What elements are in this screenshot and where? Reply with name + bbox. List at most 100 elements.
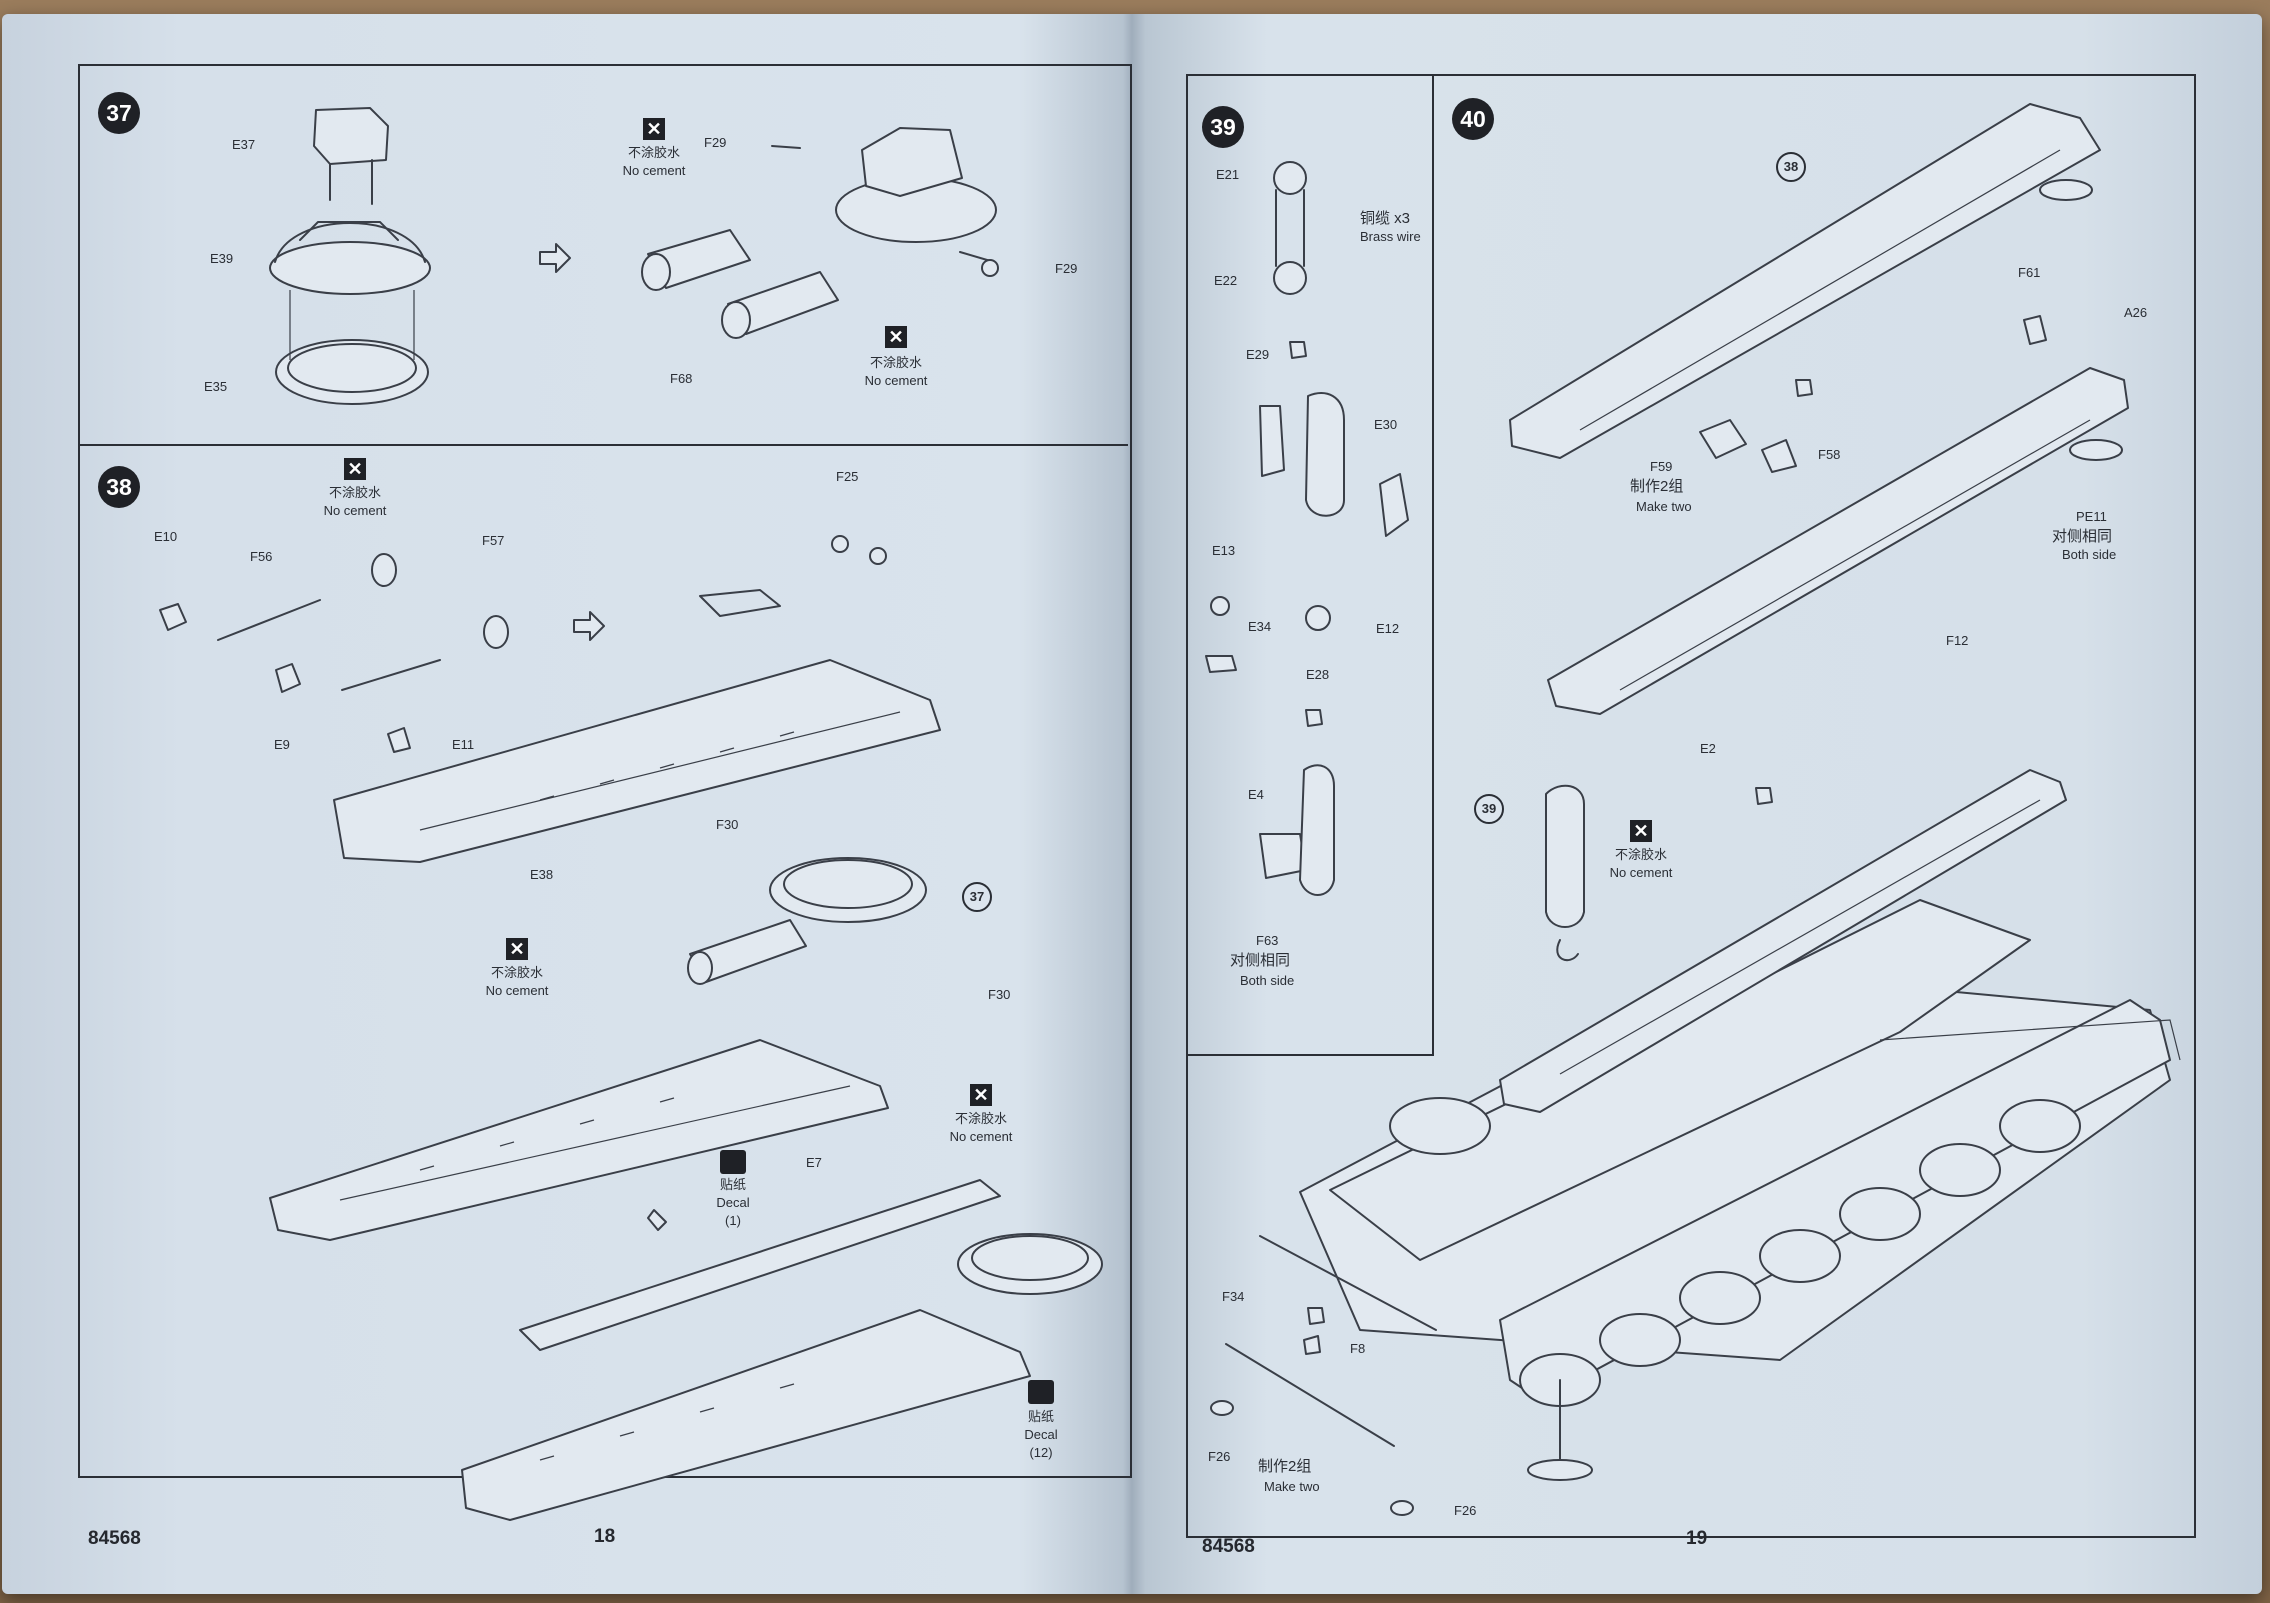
part-e22-label: E22: [1214, 273, 1238, 288]
brass-wire-en-label: Brass wire: [1360, 229, 1421, 244]
both-side-zh-label: 对侧相同: [2052, 528, 2113, 545]
boom-with-deck-drawing: [461, 1179, 1103, 1521]
part-f56-label: F56: [250, 549, 273, 564]
right-page-frame: [1186, 74, 2196, 1538]
part-e4-label: E4: [1248, 787, 1264, 802]
make-two-en-label: Make two: [1264, 1479, 1320, 1494]
step40-arrow-b: [1755, 787, 1773, 805]
hook-block-drawing: [1545, 784, 1585, 962]
part-e13-label: E13: [1212, 543, 1236, 558]
no-cement-en-label: No cement: [1609, 865, 1673, 880]
no-cement-icon: ✕: [970, 1084, 992, 1106]
both-side-en-label: Both side: [1240, 973, 1295, 988]
step37-arrow: [539, 243, 571, 273]
no-cement-zh-label: 不涂胶水: [627, 145, 681, 160]
no-cement-zh-label: 不涂胶水: [869, 355, 923, 370]
part-e2-label: E2: [1700, 741, 1716, 756]
no-cement-en-label: No cement: [622, 163, 686, 178]
no-cement-zh-label: 不涂胶水: [954, 1111, 1008, 1126]
axle-parts-drawing: [159, 535, 887, 753]
part-f57-label: F57: [482, 533, 505, 548]
turret-base-drawing: [269, 107, 431, 405]
step-37-badge: 37: [98, 92, 140, 134]
no-cement-zh-label: 不涂胶水: [1614, 847, 1668, 862]
part-e9-label: E9: [274, 737, 290, 752]
part-f30-label: F30: [988, 987, 1011, 1002]
part-f29-label: F29: [1055, 261, 1078, 276]
part-a26-label: A26: [2124, 305, 2148, 320]
part-f8-label: F8: [1350, 1341, 1366, 1356]
turret-ring-drawing: [687, 857, 927, 985]
decal-number-label: (1): [725, 1213, 741, 1228]
decal-en-label: Decal: [1024, 1427, 1058, 1442]
part-f26-label: F26: [1454, 1503, 1477, 1518]
part-e38-label: E38: [530, 867, 554, 882]
part-pe11-label: PE11: [2076, 509, 2107, 524]
make-two-zh-label: 制作2组: [1630, 478, 1684, 495]
part-e28-label: E28: [1306, 667, 1330, 682]
no-cement-zh-label: 不涂胶水: [490, 965, 544, 980]
left-catalog-number: 84568: [88, 1528, 141, 1549]
part-e30-label: E30: [1374, 417, 1398, 432]
part-f59-label: F59: [1650, 459, 1673, 474]
part-e34-label: E34: [1248, 619, 1272, 634]
no-cement-icon: ✕: [885, 326, 907, 348]
step38-arrow-a: [573, 611, 605, 641]
left-page-number: 18: [594, 1526, 616, 1547]
step40-arrow-a: [1795, 379, 1813, 397]
no-cement-zh-label: 不涂胶水: [328, 485, 382, 500]
decal-icon: [1028, 1380, 1054, 1404]
part-f63-label: F63: [1256, 933, 1279, 948]
small-parts-step40-drawing: [1699, 315, 2047, 473]
part-f61-label: F61: [2018, 265, 2041, 280]
decal-zh-label: 贴纸: [1027, 1409, 1055, 1424]
no-cement-en-label: No cement: [323, 503, 387, 518]
both-side-en-label: Both side: [2062, 547, 2117, 562]
no-cement-icon: ✕: [643, 118, 665, 140]
part-e37-label: E37: [232, 137, 256, 152]
make-two-en-label: Make two: [1636, 499, 1692, 514]
boom-assembly-drawing: [269, 1039, 889, 1241]
part-e39-label: E39: [210, 251, 234, 266]
decal-icon: [720, 1150, 746, 1174]
no-cement-icon: ✕: [344, 458, 366, 480]
right-page-number: 19: [1686, 1528, 1708, 1549]
part-e35-label: E35: [204, 379, 228, 394]
part-f34-label: F34: [1222, 1289, 1245, 1304]
step-39-badge: 39: [1202, 106, 1244, 148]
right-catalog-number: 84568: [1202, 1536, 1255, 1557]
step-40-badge: 40: [1452, 98, 1494, 140]
part-e29-label: E29: [1246, 347, 1270, 362]
part-f12-label: F12: [1946, 633, 1969, 648]
middle-boom-drawing: [1547, 367, 2129, 715]
part-f29-label: F29: [704, 135, 727, 150]
step-38-reference: 38: [1776, 152, 1806, 182]
decal-zh-label: 贴纸: [719, 1177, 747, 1192]
cylinder-mount-drawing: [641, 127, 999, 339]
part-e10-label: E10: [154, 529, 178, 544]
no-cement-en-label: No cement: [485, 983, 549, 998]
pulley-drawing: [1205, 161, 1409, 896]
both-side-zh-label: 对侧相同: [1230, 952, 1291, 969]
no-cement-en-label: No cement: [949, 1129, 1013, 1144]
decal-number-label: (12): [1029, 1445, 1053, 1460]
part-f58-label: F58: [1818, 447, 1841, 462]
part-f25-label: F25: [836, 469, 859, 484]
make-two-zh-label: 制作2组: [1258, 1458, 1312, 1475]
step-37-reference: 37: [962, 882, 992, 912]
step39-arrow-a: [1289, 341, 1307, 359]
no-cement-icon: ✕: [1630, 820, 1652, 842]
part-e11-label: E11: [452, 737, 475, 752]
boom-half-e38-drawing: [333, 589, 941, 863]
step40-arrow-c: [1307, 1307, 1325, 1325]
step38-arrow-b: [647, 1209, 667, 1231]
part-e7-label: E7: [806, 1155, 822, 1170]
part-f68-label: F68: [670, 371, 693, 386]
part-f26-label: F26: [1208, 1449, 1231, 1464]
recovery-vehicle-drawing: [1299, 769, 2181, 1481]
upper-boom-drawing: [1509, 103, 2101, 459]
step37-frame-divider: [78, 444, 1128, 446]
step-39-reference: 39: [1474, 794, 1504, 824]
part-e12-label: E12: [1376, 621, 1400, 636]
